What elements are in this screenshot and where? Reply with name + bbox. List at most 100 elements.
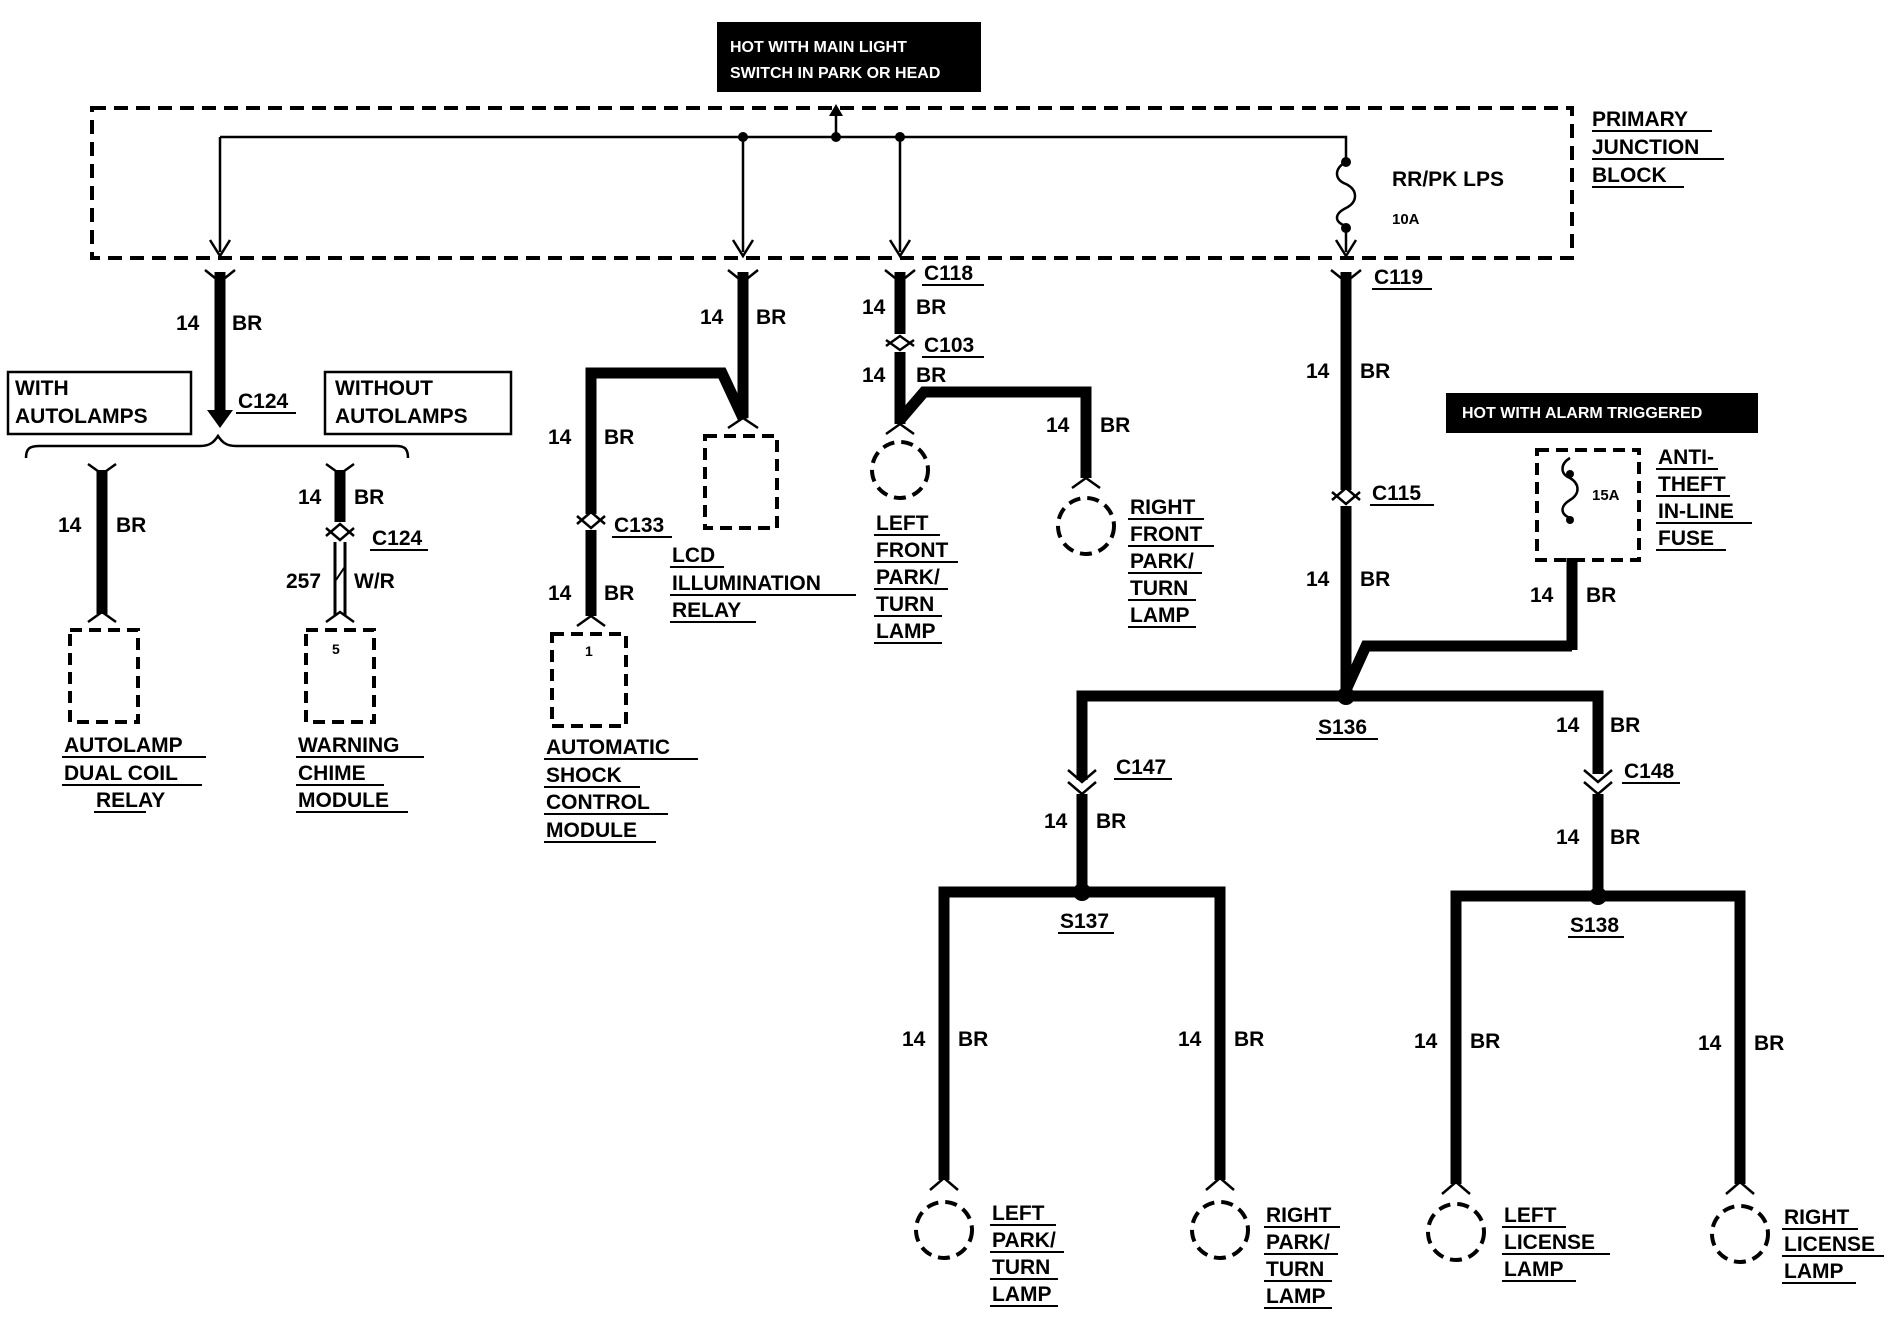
wire-gauge: 14 xyxy=(1556,826,1580,849)
rf-park-lamp xyxy=(1056,496,1116,556)
wire-color: BR xyxy=(958,1028,988,1051)
diagram-text: PARK/ xyxy=(992,1229,1056,1252)
inline-fuse-label: ANTI- THEFT IN-LINE FUSE xyxy=(1656,446,1752,551)
connector-c147 xyxy=(1067,769,1097,784)
primary-junction-block xyxy=(90,106,1574,260)
wire-gauge: 14 xyxy=(176,312,200,335)
option-with-box xyxy=(6,370,193,436)
wire-color: BR xyxy=(1470,1030,1500,1053)
diagram-text: RIGHT xyxy=(1266,1204,1332,1227)
connector-c148 xyxy=(1583,781,1613,796)
connector-c103-label: C103 xyxy=(924,334,974,357)
option-brace xyxy=(24,433,410,459)
splice-s136-label: S136 xyxy=(1318,716,1367,739)
diagram-text: LAMP xyxy=(1504,1258,1564,1281)
connector-tip xyxy=(87,610,117,624)
wire-color: BR xyxy=(1754,1032,1784,1055)
option-without-box xyxy=(323,370,513,436)
warning-chime-label: WARNING CHIME MODULE xyxy=(296,734,424,813)
connector-c103 xyxy=(885,338,915,352)
option-without-line-1: WITHOUT xyxy=(335,377,433,400)
bus-feed-arrow xyxy=(829,104,843,116)
l-license-lamp-label: LEFT LICENSE LAMP xyxy=(1502,1204,1610,1282)
connector-c124-arrow xyxy=(207,410,233,428)
diagram-text: LICENSE xyxy=(1504,1231,1595,1254)
diagram-text: LEFT xyxy=(992,1202,1045,1225)
wire-gauge: 14 xyxy=(548,426,572,449)
bus-drop-arrow xyxy=(731,239,755,259)
wire-gauge: 14 xyxy=(862,364,886,387)
fuse-rating: 10A xyxy=(1392,211,1420,228)
shock-module-box xyxy=(550,632,628,728)
wire-color: BR xyxy=(1586,584,1616,607)
lcd-relay-label: LCD ILLUMINATION RELAY xyxy=(670,544,856,623)
diagram-text: LAMP xyxy=(1130,604,1190,627)
wire-gauge: 14 xyxy=(58,514,82,537)
connector-c124b xyxy=(325,527,355,542)
lcd-relay-box xyxy=(703,434,779,530)
connector-tip xyxy=(1205,1176,1235,1191)
l-park-lamp xyxy=(914,1200,974,1260)
hot-alarm-note xyxy=(1446,393,1758,433)
diagram-text: PARK/ xyxy=(1266,1231,1330,1254)
wire-color: BR xyxy=(1100,414,1130,437)
hot-alarm-label: HOT WITH ALARM TRIGGERED xyxy=(1462,405,1702,422)
rf-park-lamp-label: RIGHT FRONT PARK/ TURN LAMP xyxy=(1128,496,1214,628)
r-park-lamp xyxy=(1190,1200,1250,1260)
bus-node xyxy=(831,132,841,142)
splice-s137 xyxy=(1073,883,1091,901)
wire-gauge: 14 xyxy=(1306,568,1330,591)
connector-c119-label: C119 xyxy=(1374,266,1423,289)
diagram-text: CHIME xyxy=(298,762,366,785)
wire-chime-color: W/R xyxy=(354,570,395,593)
wire-color: BR xyxy=(1360,360,1390,383)
diagram-text: ILLUMINATION xyxy=(672,572,821,595)
r-license-lamp xyxy=(1710,1204,1770,1264)
splice-s137-label: S137 xyxy=(1060,910,1109,933)
shock-pin: 1 xyxy=(585,643,593,659)
jb-label-3: BLOCK xyxy=(1592,164,1667,187)
wire-gauge: 14 xyxy=(700,306,724,329)
wire-w-r xyxy=(333,542,347,616)
splice-s138 xyxy=(1589,887,1607,905)
wire-gauge: 14 xyxy=(1530,584,1554,607)
wire-gauge: 14 xyxy=(298,486,322,509)
connector-c148-label: C148 xyxy=(1624,760,1675,783)
wire-gauge: 14 xyxy=(1414,1030,1438,1053)
diagram-text: PARK/ xyxy=(1130,550,1194,573)
wire-color: BR xyxy=(1096,810,1126,833)
autolamp-relay-box xyxy=(68,628,140,724)
chime-pin: 5 xyxy=(332,641,340,657)
hot-main-light-note: HOT WITH MAIN LIGHT SWITCH IN PARK OR HE… xyxy=(717,22,981,92)
l-license-lamp xyxy=(1426,1202,1486,1262)
wire-color: BR xyxy=(756,306,786,329)
diagram-text: RIGHT xyxy=(1130,496,1196,519)
diagram-text: DUAL COIL xyxy=(64,762,178,785)
diagram-text: TURN xyxy=(876,593,934,616)
wire-gauge: 14 xyxy=(862,296,886,319)
wire-gauge: 14 xyxy=(1044,810,1068,833)
option-with-line-2: AUTOLAMPS xyxy=(15,405,148,428)
wire-gauge: 14 xyxy=(1046,414,1070,437)
diagram-text: LAMP xyxy=(992,1283,1052,1306)
connector-tip xyxy=(727,269,759,284)
lf-park-lamp-label: LEFT FRONT PARK/ TURN LAMP xyxy=(874,512,958,644)
connector-tip xyxy=(325,610,355,624)
wire-chime-gauge: 257 xyxy=(286,570,321,593)
inline-fuse-rating: 15A xyxy=(1592,487,1620,504)
splice-s138-label: S138 xyxy=(1570,914,1619,937)
diagram-text: LAMP xyxy=(1266,1285,1326,1308)
wire-color: BR xyxy=(232,312,262,335)
connector-c115-label: C115 xyxy=(1372,482,1421,505)
option-with-line-1: WITH xyxy=(15,377,69,400)
diagram-text: LAMP xyxy=(876,620,936,643)
diagram-text: LEFT xyxy=(876,512,929,535)
wire-color: BR xyxy=(354,486,384,509)
wire-alarm-to-s136 xyxy=(1340,640,1572,693)
r-license-lamp-label: RIGHT LICENSE LAMP xyxy=(1782,1206,1884,1284)
connector-tip xyxy=(885,422,915,436)
diagram-text: RELAY xyxy=(672,599,741,622)
diagram-text: PARK/ xyxy=(876,566,940,589)
wire-color: BR xyxy=(916,296,946,319)
warning-chime-box xyxy=(304,628,376,724)
